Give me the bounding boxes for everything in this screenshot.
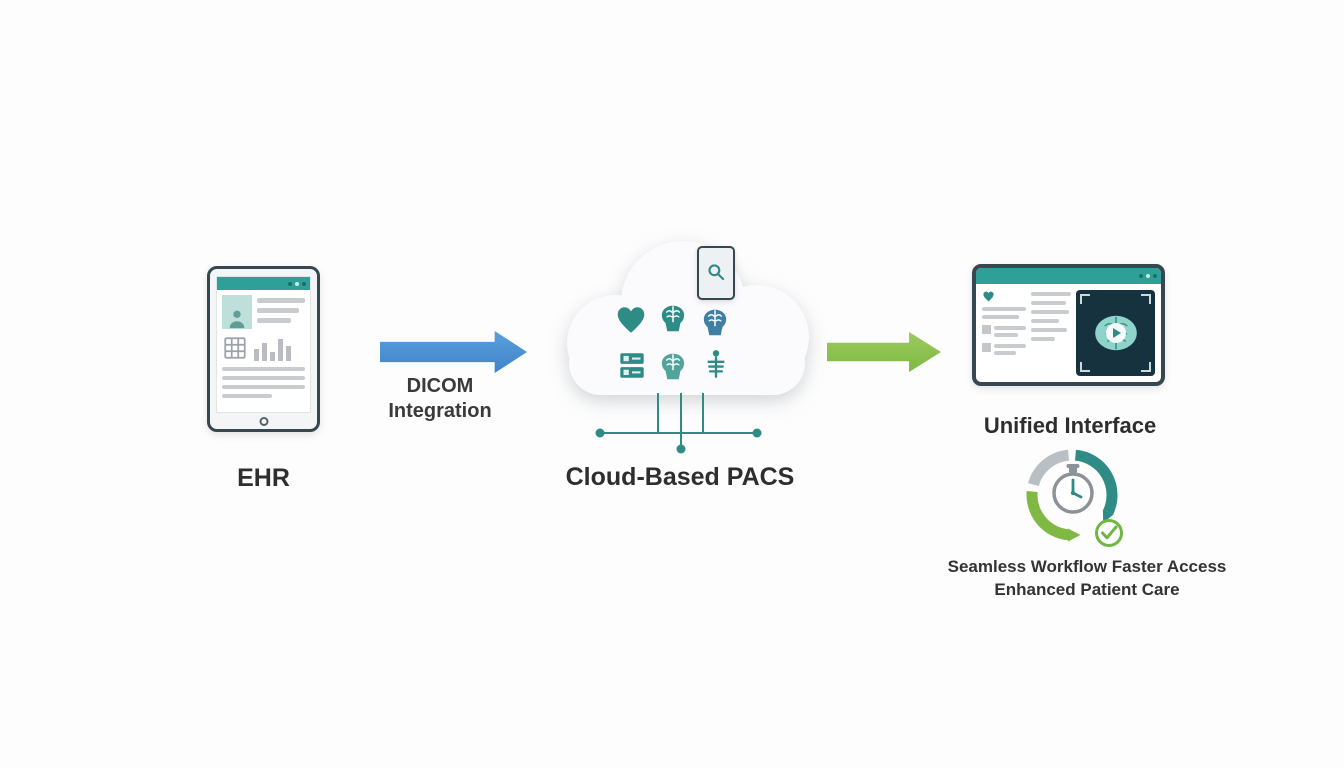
stopwatch-icon [1052, 464, 1094, 514]
output-right-arrow-icon [827, 332, 941, 372]
magnifier-device-icon [697, 246, 735, 300]
frame-bracket-icon [1080, 294, 1090, 304]
frame-bracket-icon [1141, 294, 1151, 304]
workflow-cycle-icon [1026, 449, 1123, 547]
window-dot-icon [295, 281, 299, 286]
ehr-text-lines [222, 367, 305, 398]
brain-scan-viewer [1076, 290, 1155, 376]
brain-icon [656, 302, 690, 336]
dicom-label-line2: Integration [388, 400, 492, 422]
frame-bracket-icon [1141, 362, 1151, 372]
play-icon [1105, 323, 1126, 343]
ehr-screen-header [217, 277, 310, 290]
pacs-label: Cloud-Based PACS [565, 463, 795, 491]
network-connectors-icon [600, 393, 757, 449]
benefits-line1: Seamless Workflow Faster Access [947, 557, 1227, 576]
brain-icon [656, 350, 690, 384]
window-dot-icon [1153, 274, 1157, 278]
window-dot-icon [1139, 274, 1143, 278]
medical-records-icon [615, 349, 649, 383]
ehr-tablet [207, 266, 320, 432]
brain-icon [698, 306, 732, 340]
list-thumbnail [982, 325, 991, 334]
bar-chart-icon [254, 337, 291, 361]
checkmark-icon [1095, 519, 1123, 547]
window-dot-icon [302, 281, 306, 286]
window-dot-icon [288, 281, 292, 286]
heart-icon [614, 303, 648, 337]
benefits-line2: Enhanced Patient Care [994, 580, 1180, 599]
unified-screen-header [976, 268, 1161, 284]
unified-screen-body [976, 284, 1161, 382]
unified-interface-tablet [972, 264, 1165, 386]
unified-left-panel [982, 290, 1026, 376]
cloud-shape [567, 241, 809, 454]
list-thumbnail [982, 343, 991, 352]
unified-mid-panel [1031, 290, 1071, 376]
dicom-label-line1: DICOM [406, 375, 474, 397]
ehr-label: EHR [237, 464, 290, 492]
dicom-label: DICOM Integration [350, 374, 530, 424]
dicom-right-arrow-icon [380, 331, 527, 373]
home-button-icon [259, 417, 268, 426]
skeleton-icon [699, 348, 733, 382]
unified-label: Unified Interface [983, 413, 1157, 438]
window-dot-icon [1146, 274, 1150, 278]
patient-avatar-icon [222, 295, 252, 329]
heart-icon [983, 291, 994, 302]
table-icon [222, 335, 248, 361]
ehr-screen-body [217, 290, 310, 403]
ehr-screen [216, 276, 311, 413]
benefits-text: Seamless Workflow Faster Access Enhanced… [920, 555, 1254, 601]
frame-bracket-icon [1080, 362, 1090, 372]
ehr-text-lines [257, 295, 305, 329]
